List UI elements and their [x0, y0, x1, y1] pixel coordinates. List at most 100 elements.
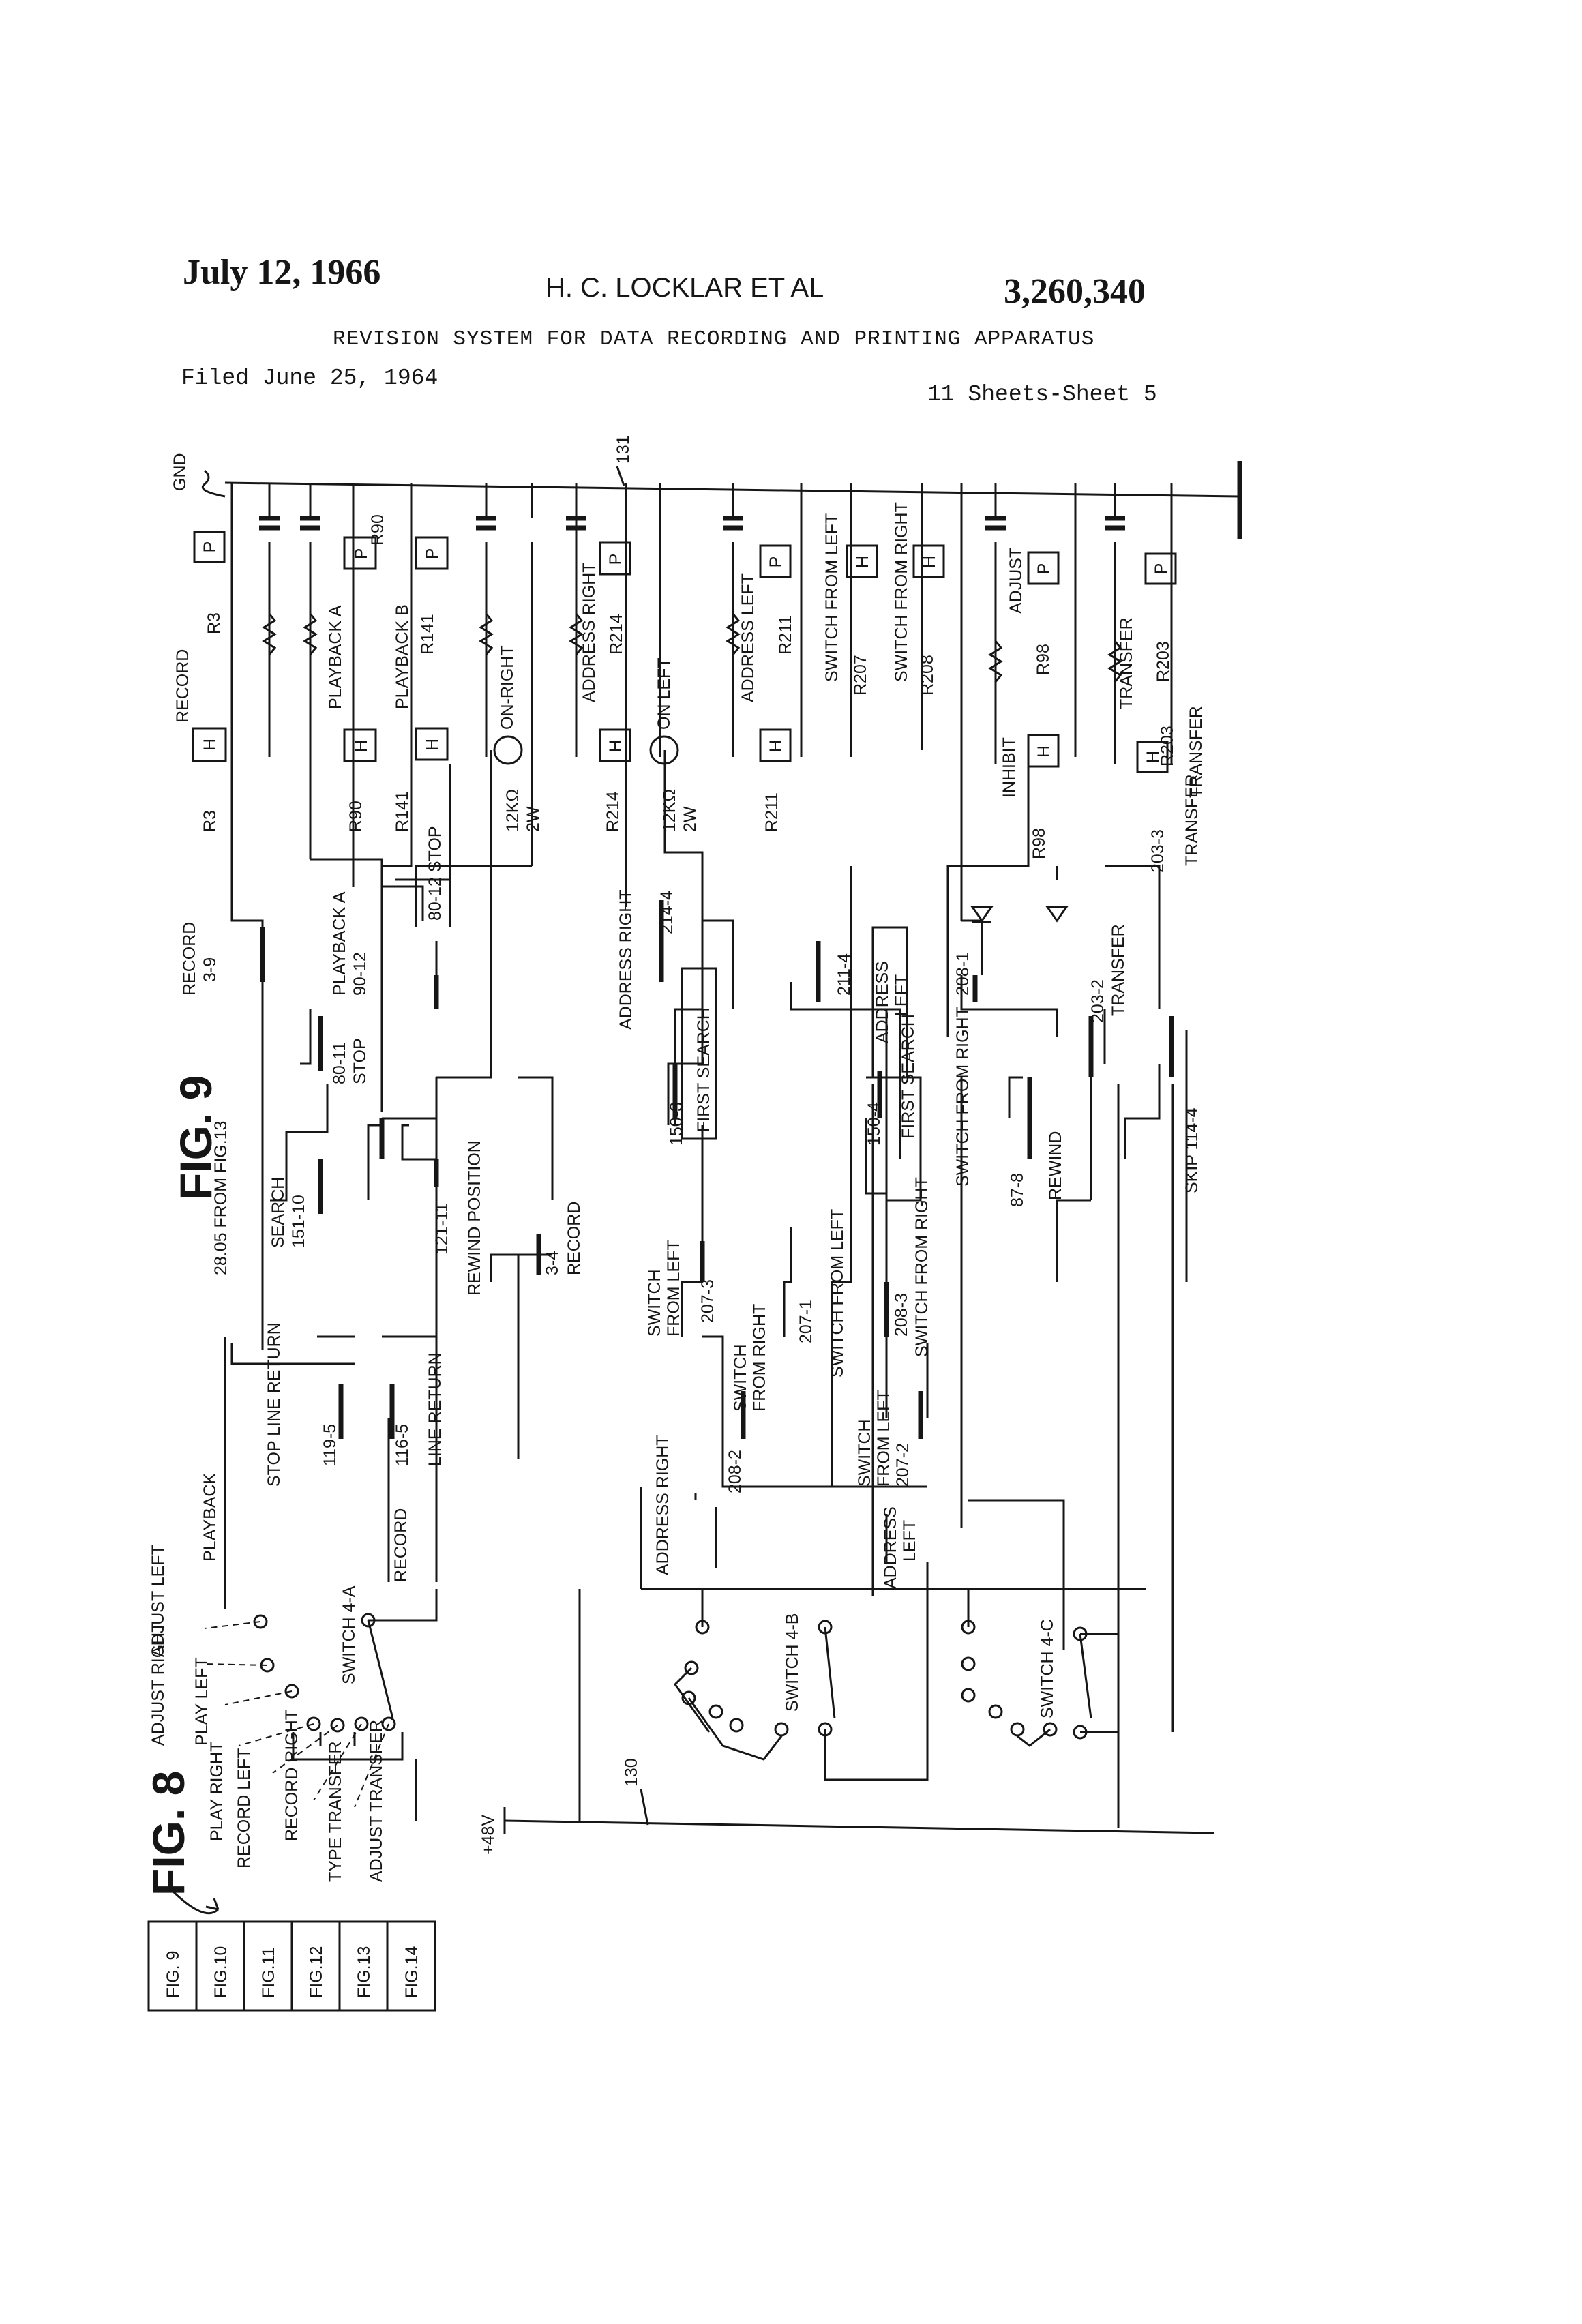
plus48-label: +48V — [479, 1815, 498, 1855]
on-right-lamp — [494, 736, 522, 764]
c208-3-label: 208-3 — [892, 1293, 911, 1337]
c150-3-label: 150-3 — [667, 1102, 686, 1146]
c90-12-label: 90-12 — [350, 952, 370, 996]
svg-text:P: P — [1034, 563, 1054, 575]
c80-12-stop-label: 80-12 STOP — [426, 826, 445, 921]
address-right-contact-label: ADDRESS RIGHT — [616, 889, 636, 1030]
address-left-contact-label-b: LEFT — [892, 974, 911, 1016]
res-2w-left: 2W — [681, 806, 700, 832]
switch-4b-label: SWITCH 4-B — [783, 1613, 802, 1712]
c208-2-label: 208-2 — [726, 1450, 745, 1493]
stop-line-return-label: STOP LINE RETURN — [265, 1322, 284, 1487]
c203-3-label: 203-3 — [1148, 829, 1167, 873]
play-right-label: PLAY RIGHT — [207, 1742, 226, 1841]
svg-text:H: H — [606, 740, 625, 752]
switch-from-right-contact-label-2: SWITCH FROM RIGHT — [912, 1177, 931, 1357]
c121-11-label: 121-11 — [432, 1203, 451, 1255]
bus-130-label: 130 — [622, 1758, 641, 1787]
c87-8-label: 87-8 — [1008, 1173, 1027, 1207]
contact-wiring — [225, 750, 1186, 1732]
record-relay-label: RECORD — [173, 649, 192, 723]
r98-label-bottom: R98 — [1030, 828, 1049, 859]
r207-label: R207 — [851, 655, 870, 696]
bus-131-label: 131 — [614, 435, 633, 464]
fig8-cell: FIG.10 — [211, 1946, 230, 1998]
record-4a-label: RECORD — [391, 1508, 411, 1582]
svg-text:P: P — [423, 548, 442, 560]
svg-text:H: H — [352, 740, 371, 752]
fig9-label: FIG. 9 — [170, 1075, 221, 1200]
r211-label-top: R211 — [776, 615, 795, 655]
on-left-label: ON LEFT — [655, 657, 674, 730]
fig8-cell: FIG.12 — [307, 1946, 326, 1998]
r141-label-top: R141 — [418, 614, 437, 655]
stop-label: STOP — [350, 1038, 370, 1084]
fig8-table: FIG. 9 FIG.10 FIG.11 FIG.12 FIG.13 FIG.1… — [149, 1922, 435, 2010]
svg-text:P: P — [1152, 563, 1171, 575]
c207-1-label: 207-1 — [796, 1300, 816, 1343]
fig8-cell: FIG.11 — [259, 1947, 278, 1998]
search-label: SEARCH — [269, 1177, 288, 1248]
r208-label: R208 — [918, 655, 937, 696]
playback-label: PLAYBACK — [200, 1473, 220, 1562]
adjust-right-label: ADJUST RIGHT — [149, 1622, 168, 1746]
svg-text:H: H — [1034, 745, 1054, 758]
first-search-left-label: FIRST SEARCH — [899, 1014, 918, 1139]
c150-4-label: 150-4 — [865, 1102, 884, 1146]
contact-labels: RECORD 3-9 PLAYBACK A 90-12 80-12 STOP 8… — [180, 774, 1202, 1589]
r214-label-top: R214 — [607, 614, 626, 655]
switch-4c: SWITCH 4-C — [962, 1589, 1118, 1746]
r3-label-top: R3 — [205, 612, 224, 634]
svg-text:H: H — [766, 740, 786, 752]
adjust-relay-label: ADJUST — [1006, 548, 1026, 614]
c207-2-label: 207-2 — [893, 1443, 912, 1487]
ground-bus: GND 131 — [170, 435, 1240, 539]
type-transfer-label: TYPE TRANSFER — [326, 1741, 345, 1882]
address-right-relay-label: ADDRESS RIGHT — [580, 562, 599, 702]
c119-5-label: 119-5 — [320, 1424, 340, 1466]
c116-5-label: 116-5 — [393, 1424, 412, 1466]
c80-11-label: 80-11 — [330, 1042, 349, 1084]
record-right-label: RECORD RIGHT — [282, 1710, 301, 1841]
switch-label-3: SWITCH — [855, 1419, 874, 1487]
skip-label: SKIP 114-4 — [1182, 1107, 1202, 1193]
c3-9-label: 3-9 — [200, 957, 220, 982]
from-right-label-1: FROM RIGHT — [750, 1304, 769, 1412]
res-2w-right: 2W — [524, 806, 543, 832]
transfer-contact-label: TRANSFER — [1182, 774, 1202, 866]
svg-text:H: H — [200, 739, 220, 751]
fig8-cell: FIG. 9 — [164, 1951, 183, 1998]
first-search-right-label: FIRST SEARCH — [694, 1007, 713, 1132]
play-left-label: PLAY LEFT — [192, 1657, 211, 1746]
playback-b-label: PLAYBACK B — [393, 604, 412, 709]
svg-text:P: P — [766, 556, 786, 568]
switch-4c-label: SWITCH 4-C — [1038, 1619, 1057, 1718]
svg-text:P: P — [606, 554, 625, 565]
record-contact-label: RECORD — [180, 922, 199, 996]
c211-4-label: 211-4 — [835, 953, 854, 996]
on-right-label: ON-RIGHT — [498, 645, 517, 730]
r90-label-bottom: R90 — [346, 801, 365, 832]
left-label-2: LEFT — [900, 1520, 919, 1562]
c208-1-label: 208-1 — [953, 952, 972, 996]
switch-from-right-contact-label: SWITCH FROM RIGHT — [953, 1007, 972, 1187]
fig8-label: FIG. 8 — [143, 1771, 194, 1896]
relay-labels: H P H P H P H P H P H H H P H P RECORD R… — [173, 502, 1206, 859]
svg-text:H: H — [920, 556, 939, 568]
playback-a-label: PLAYBACK A — [326, 605, 345, 709]
rewind-position-label: REWIND POSITION — [465, 1140, 484, 1296]
r214-label-bottom: R214 — [603, 791, 623, 832]
gnd-label: GND — [170, 453, 190, 491]
rewind-label: REWIND — [1046, 1131, 1065, 1200]
svg-text:H: H — [423, 739, 442, 751]
line-return-label: LINE RETURN — [426, 1352, 445, 1466]
r3-label-bottom: R3 — [200, 810, 220, 832]
r141-label-bottom: R141 — [393, 791, 412, 832]
transfer-contact-label-2: TRANSFER — [1109, 924, 1128, 1016]
fig8-cell: FIG.14 — [402, 1946, 421, 1998]
c207-3-label: 207-3 — [698, 1279, 717, 1323]
switch-4a-label: SWITCH 4-A — [340, 1585, 359, 1684]
c151-10-label: 151-10 — [289, 1195, 308, 1248]
switch-from-left-contact-label: SWITCH FROM LEFT — [828, 1209, 847, 1377]
playback-a-contact-label: PLAYBACK A — [330, 891, 349, 996]
